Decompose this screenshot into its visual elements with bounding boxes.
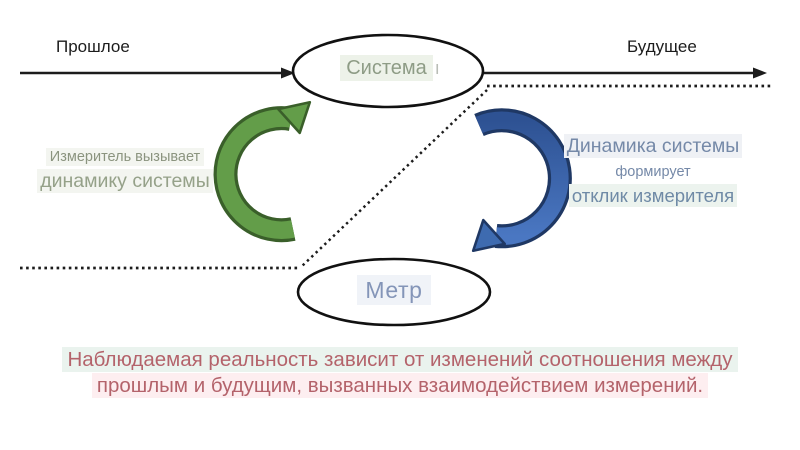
past-timeline-arrow [20,67,295,79]
caption-line1: Наблюдаемая реальность зависит от измене… [0,347,800,373]
left-annotation: Измеритель вызывает динамику системы [18,148,232,193]
future-timeline-arrow [484,67,767,79]
right-annotation-line2: формирует [615,164,691,180]
green-arrowhead-icon [276,100,312,135]
caption-line2: прошлым и будущим, вызванных взаимодейст… [0,373,800,399]
diagonal-dotted-line [300,89,488,268]
system-node-text: Система [340,55,433,81]
right-annotation: Динамика системы формирует отклик измери… [546,134,760,207]
meter-node-label: Метр [304,275,484,305]
left-annotation-line1: Измеритель вызывает [18,148,232,166]
left-annotation-line2: динамику системы [18,169,232,193]
future-label: Будущее [627,37,697,56]
past-label: Прошлое [56,37,130,56]
caption: Наблюдаемая реальность зависит от измене… [0,347,800,399]
blue-arrowhead-icon [471,218,507,253]
green-feedback-arrow [213,100,312,243]
blue-feedback-arrow [471,108,572,253]
past-arrowhead-icon [281,67,295,79]
right-annotation-line3: отклик измерителя [546,184,760,207]
future-arrowhead-icon [753,67,767,79]
text-cursor-mark: ı [434,58,440,78]
right-annotation-line1: Динамика системы [546,134,760,158]
meter-node-text: Метр [357,275,431,305]
